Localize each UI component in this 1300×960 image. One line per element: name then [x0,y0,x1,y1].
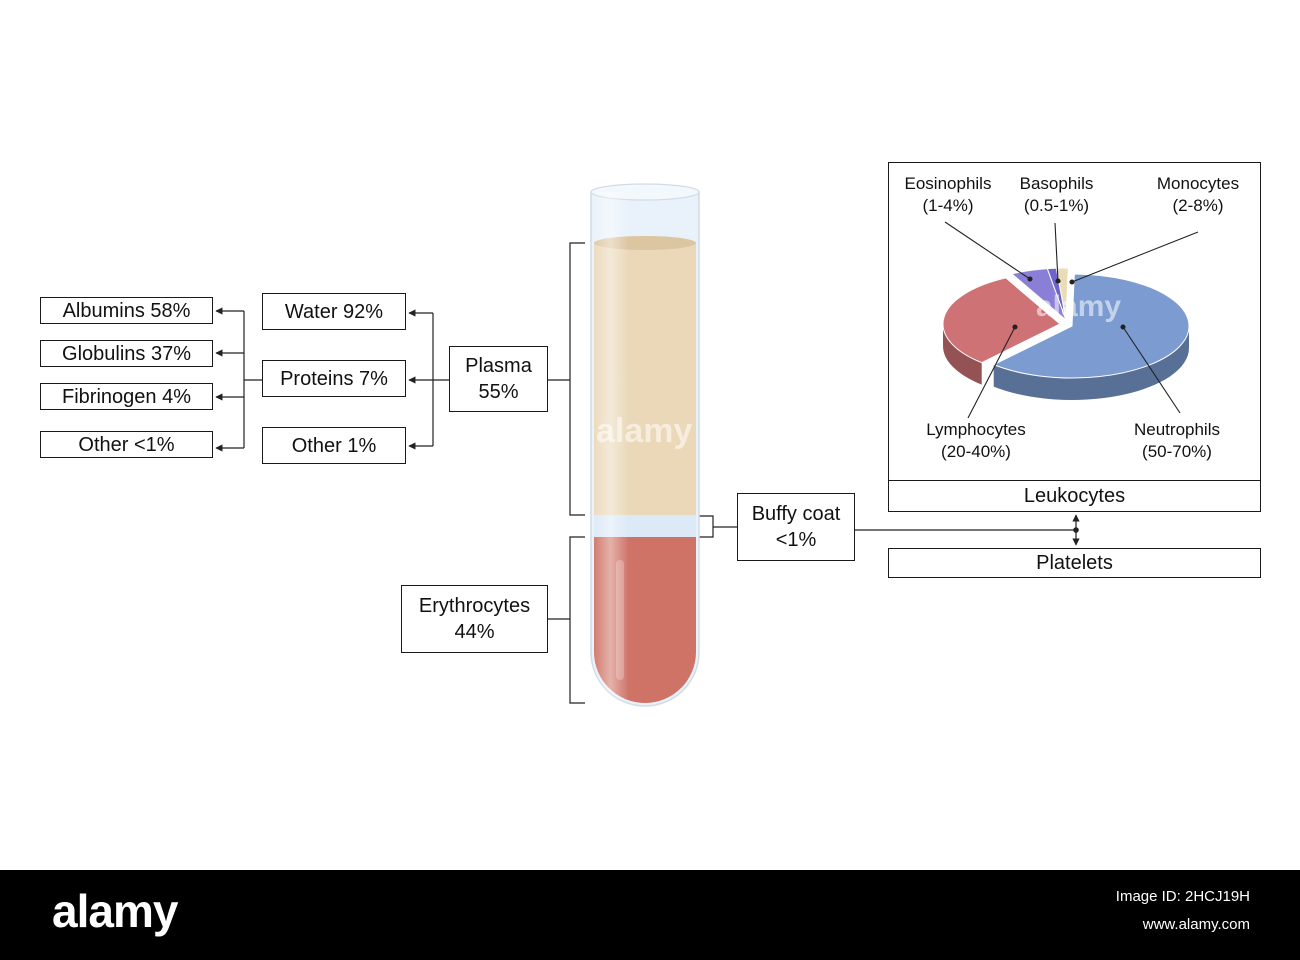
pie-side-lymphocytes [943,324,982,385]
platelets-label: Platelets [1036,552,1113,574]
label-neutrophils: Neutrophils (50-70%) [1134,420,1220,462]
fibrinogen-box: Fibrinogen 4% [40,383,213,410]
proteins-box: Proteins 7% [262,360,406,397]
test-tube [590,183,700,707]
label-lymphocytes: Lymphocytes (20-40%) [926,420,1026,462]
albumins-box: Albumins 58% [40,297,213,324]
platelets-box: Platelets [888,548,1261,578]
tube-brackets [548,242,1080,704]
blood-composition-diagram [215,183,1199,707]
pie-side-neutrophils [993,326,1189,401]
leukocyte-pie-chart [942,267,1190,401]
left-column-connectors [215,307,262,452]
other-plasma-box: Other 1% [262,427,406,464]
label-monocytes: Monocytes (2-8%) [1156,174,1240,216]
label-basophils: Basophils (0.5-1%) [1019,174,1094,216]
globulins-box: Globulins 37% [40,340,213,367]
erythrocytes-box: Erythrocytes 44% [401,585,548,653]
label-eosinophils: Eosinophils (1-4%) [904,174,992,216]
plasma-box: Plasma 55% [449,346,548,412]
image-id: Image ID: 2HCJ19H [1115,888,1250,905]
watermark: alamy [596,412,693,450]
alamy-logo: alamy [52,885,178,937]
watermark: alamy [1036,290,1122,323]
site-url: www.alamy.com [1142,916,1250,933]
pie-slice-lymphocytes [942,277,1061,364]
pie-leader-lines [944,221,1199,419]
water-box: Water 92% [262,293,406,330]
stock-footer: alamy Image ID: 2HCJ19H www.alamy.com [0,870,1300,960]
other-proteins-box: Other <1% [40,431,213,458]
middle-column-connectors [408,309,449,450]
buffy-coat-box: Buffy coat <1% [737,493,855,561]
